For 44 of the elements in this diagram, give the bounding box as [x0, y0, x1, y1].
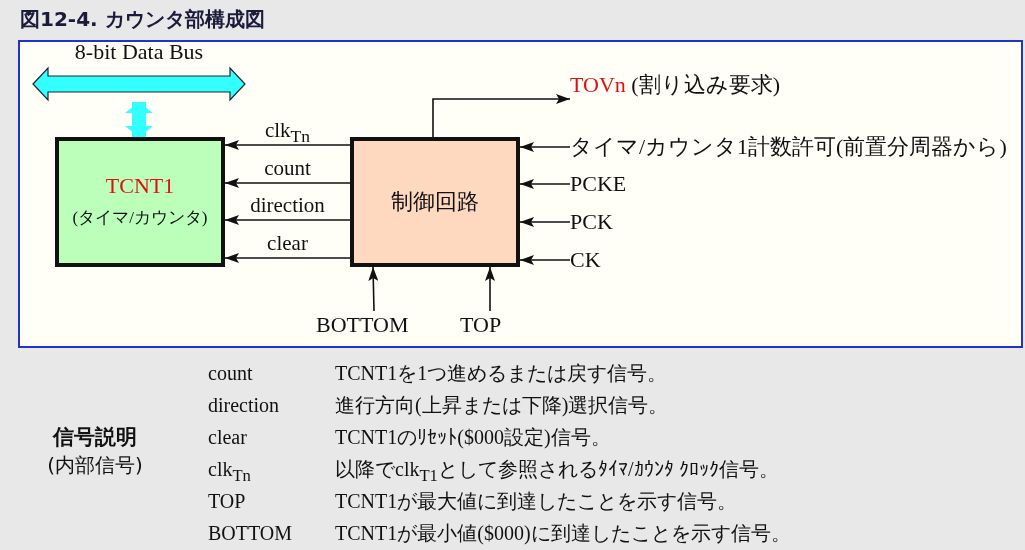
edge-label: direction	[249, 193, 326, 217]
box-title: 制御回路	[391, 188, 479, 216]
edge-label: count	[263, 156, 312, 180]
table-cell-text: 進行方向(上昇または下降)選択信号。	[335, 393, 669, 418]
arrow	[368, 266, 379, 312]
legend-heading: 信号説明	[51, 424, 138, 450]
control-circuit-box	[350, 137, 520, 267]
signal-label: PCKE	[570, 170, 650, 198]
table-cell-text: TCNT1のﾘｾｯﾄ($000設定)信号。	[335, 425, 611, 450]
box-title: TCNT1	[105, 172, 175, 200]
signal-label: BOTTOM	[316, 311, 432, 339]
figure-title: 図12-4. カウンタ部構成図	[20, 6, 265, 33]
table-cell-text: clear	[208, 425, 247, 450]
box-subtitle: (タイマ/カウンタ)	[72, 207, 208, 229]
signal-label: タイマ/カウンタ1計数許可(前置分周器から)	[570, 133, 1010, 161]
edge-label: clear	[266, 231, 309, 255]
bus-label: 8-bit Data Bus	[73, 38, 205, 66]
arrow	[432, 94, 571, 138]
arrow	[224, 253, 351, 263]
arrow	[224, 178, 351, 188]
arrow	[485, 266, 495, 312]
table-cell-text: count	[208, 361, 253, 386]
table-cell-text: TCNT1が最小値($000)に到達したことを示す信号。	[335, 521, 791, 546]
legend-subheading: (内部信号)	[46, 452, 144, 478]
bus-arrow-connector	[125, 102, 153, 137]
arrow	[519, 217, 571, 227]
signal-label: TOP	[460, 311, 520, 339]
table-cell-text: TCNT1が最大値に到達したことを示す信号。	[335, 489, 738, 514]
table-cell-text: 以降でclk$_{T1}$として参照されるﾀｲﾏ/ｶｳﾝﾀ ｸﾛｯｸ信号。	[335, 457, 779, 487]
arrow	[519, 142, 571, 152]
counter-box	[55, 137, 225, 267]
arrow	[224, 215, 351, 225]
table-cell-text: BOTTOM	[208, 521, 293, 546]
signal-label: PCK	[570, 208, 640, 236]
table-cell-text: TOP	[208, 489, 246, 514]
table-cell-text: direction	[208, 393, 280, 418]
table-cell-text: TCNT1を1つ進めるまたは戻す信号。	[335, 361, 668, 386]
arrow	[224, 140, 351, 150]
table-cell-text: clk$_{Tn}$	[208, 457, 251, 487]
arrow	[519, 255, 571, 265]
signal-label: CK	[570, 246, 620, 274]
arrow	[519, 179, 571, 189]
signal-label: TOVn (割り込み要求)	[570, 71, 830, 99]
edge-label: clk$_{Tn}$	[263, 118, 312, 149]
